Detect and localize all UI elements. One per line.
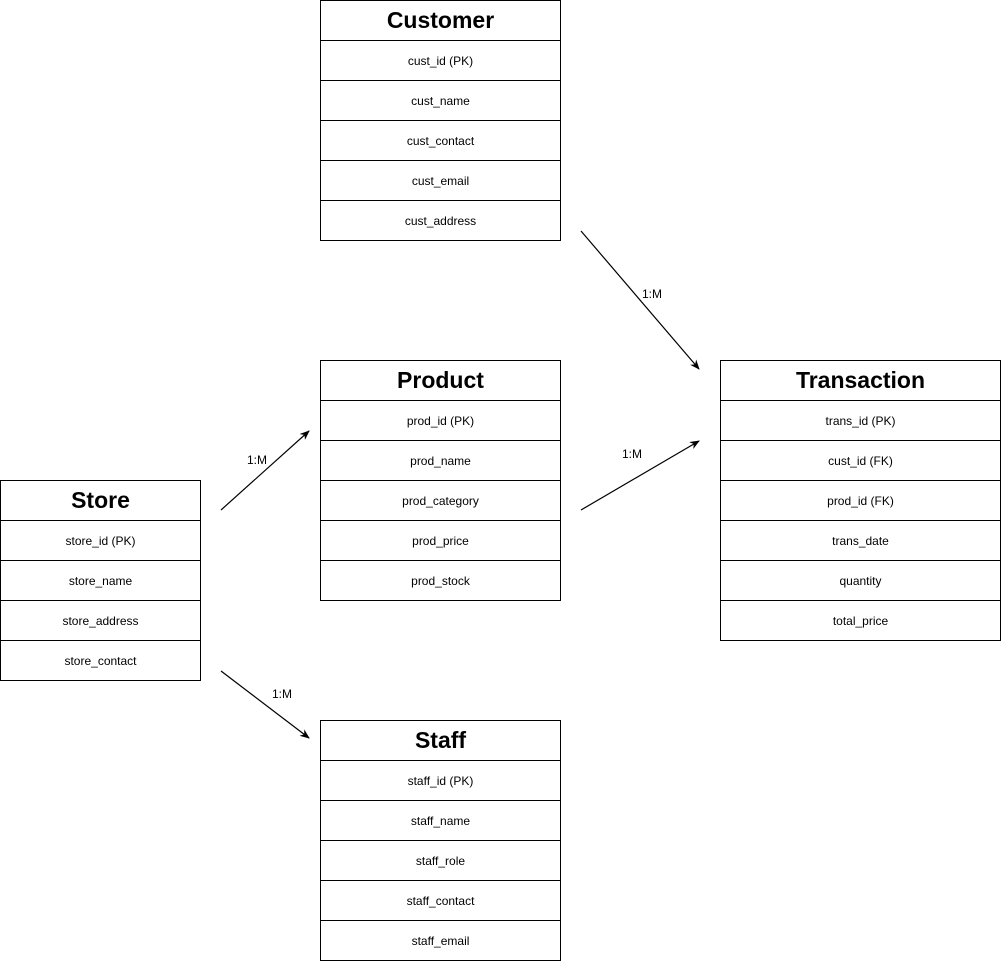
relationship-label-customer-transaction: 1:M [642,287,663,301]
entity-attribute: total_price [832,614,889,628]
entity-attribute: cust_id (PK) [321,41,560,81]
entity-customer[interactable]: Customer cust_id (PK) cust_name cust_con… [320,0,561,241]
entity-attribute: prod_category [321,481,560,521]
entity-title: Staff [321,721,560,761]
entity-attribute: store_id (PK) [1,521,200,561]
relationship-label-store-staff: 1:M [272,687,293,701]
arrow-store-to-staff [220,670,310,739]
entity-attribute: staff_id (PK) [321,761,560,801]
entity-attribute: store_name [1,561,200,601]
entity-attribute: cust_contact [321,121,560,161]
entity-attribute: prod_stock [411,574,470,588]
entity-transaction[interactable]: Transaction trans_id (PK) cust_id (FK) p… [720,360,1001,641]
relationship-label-store-product: 1:M [247,453,268,467]
entity-attribute: cust_name [321,81,560,121]
entity-attribute: prod_name [321,441,560,481]
entity-attribute: store_contact [64,654,137,668]
entity-attribute: prod_id (PK) [321,401,560,441]
entity-title: Transaction [721,361,1000,401]
entity-title: Customer [321,1,560,41]
entity-attribute: staff_contact [321,881,560,921]
entity-attribute: cust_id (FK) [721,441,1000,481]
relationship-label-product-transaction: 1:M [622,447,643,461]
entity-attribute: prod_id (FK) [721,481,1000,521]
entity-product[interactable]: Product prod_id (PK) prod_name prod_cate… [320,360,561,601]
entity-attribute: store_address [1,601,200,641]
entity-staff[interactable]: Staff staff_id (PK) staff_name staff_rol… [320,720,561,961]
entity-attribute: staff_role [321,841,560,881]
entity-title: Product [321,361,560,401]
entity-attribute: staff_email [411,934,470,948]
entity-title: Store [1,481,200,521]
entity-store[interactable]: Store store_id (PK) store_name store_add… [0,480,201,681]
arrow-store-to-product [220,430,310,511]
arrow-customer-to-transaction [580,230,700,370]
entity-attribute: cust_address [404,214,477,228]
entity-attribute: prod_price [321,521,560,561]
entity-attribute: cust_email [321,161,560,201]
entity-attribute: staff_name [321,801,560,841]
entity-attribute: quantity [721,561,1000,601]
entity-attribute: trans_id (PK) [721,401,1000,441]
entity-attribute: trans_date [721,521,1000,561]
